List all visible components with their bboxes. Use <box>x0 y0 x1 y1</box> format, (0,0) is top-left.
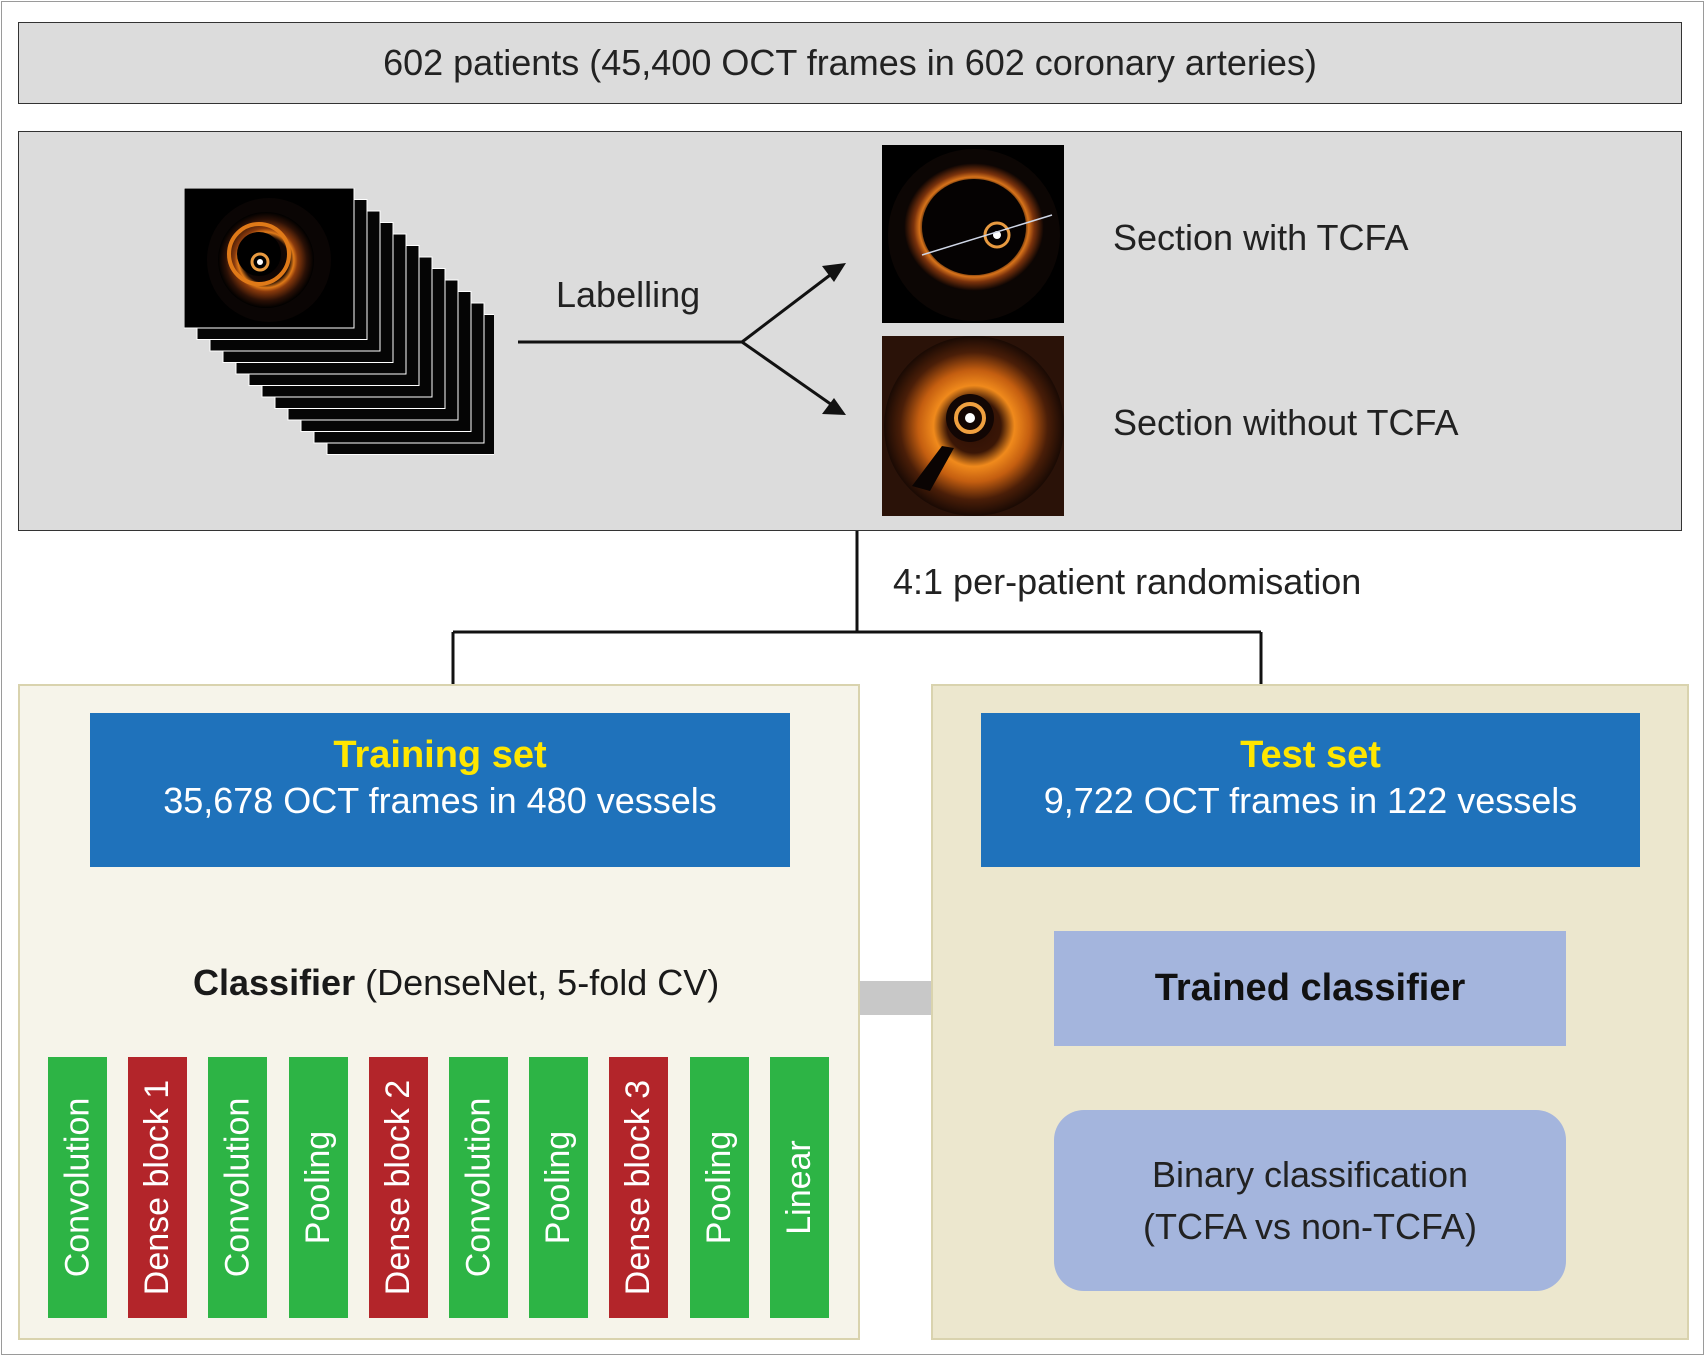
trained-classifier-label: Trained classifier <box>1154 967 1466 1009</box>
fork-arrow-up <box>741 264 843 344</box>
labelling-label: Labelling <box>556 274 701 315</box>
fork-arrow-up-head <box>822 263 846 282</box>
layer-label: Dense block 2 <box>379 1079 417 1296</box>
classifier-label-detail: (DenseNet, 5-fold CV) <box>365 962 720 1003</box>
layer-label: Dense block 1 <box>138 1079 176 1296</box>
training-set-title: Training set <box>333 734 547 776</box>
fork-arrow-down <box>741 340 843 414</box>
with-tcfa-label: Section with TCFA <box>1113 217 1409 258</box>
test-set-title: Test set <box>1240 734 1381 776</box>
layer-block-6: Convolution <box>449 1057 508 1318</box>
trained-classifier-box: Trained classifier <box>1054 931 1566 1046</box>
classifier-label-bold: Classifier <box>193 962 356 1003</box>
training-set-box: Training set 35,678 OCT frames in 480 ve… <box>90 713 790 867</box>
layer-block-5: Dense block 2 <box>369 1057 428 1318</box>
layer-label: Convolution <box>218 1097 256 1278</box>
layer-label: Pooling <box>299 1130 338 1245</box>
layer-label: Convolution <box>459 1097 497 1278</box>
layer-label: Pooling <box>539 1130 578 1245</box>
cohort-header-text: 602 patients (45,400 OCT frames in 602 c… <box>383 42 1317 83</box>
binary-classification-box: Binary classification (TCFA vs non-TCFA) <box>1054 1110 1566 1291</box>
test-set-box: Test set 9,722 OCT frames in 122 vessels <box>981 713 1640 867</box>
layer-block-8: Dense block 3 <box>609 1057 668 1318</box>
layer-block-10: Linear <box>770 1057 829 1318</box>
test-set-subtitle: 9,722 OCT frames in 122 vessels <box>1043 780 1578 821</box>
randomisation-label: 4:1 per-patient randomisation <box>893 561 1362 602</box>
without-tcfa-label: Section without TCFA <box>1113 402 1459 443</box>
oct-image-with-tcfa <box>882 145 1064 323</box>
oct-image-without-tcfa <box>882 336 1064 516</box>
layer-label: Pooling <box>700 1130 739 1245</box>
layer-block-2: Dense block 1 <box>128 1057 187 1318</box>
training-set-subtitle: 35,678 OCT frames in 480 vessels <box>163 780 717 821</box>
binary-classification-line2: (TCFA vs non-TCFA) <box>1142 1205 1478 1247</box>
oct-frame-stack <box>184 188 494 455</box>
fork-arrow-down-head <box>822 398 846 415</box>
layer-label: Dense block 3 <box>619 1079 657 1296</box>
classifier-label: Classifier (DenseNet, 5-fold CV) <box>193 962 719 1004</box>
layer-block-9: Pooling <box>690 1057 749 1318</box>
layer-label: Convolution <box>58 1097 96 1278</box>
layer-block-3: Convolution <box>208 1057 267 1318</box>
layer-block-7: Pooling <box>529 1057 588 1318</box>
cohort-header: 602 patients (45,400 OCT frames in 602 c… <box>18 22 1682 104</box>
layer-block-1: Convolution <box>48 1057 107 1318</box>
binary-classification-line1: Binary classification <box>1151 1153 1469 1195</box>
layer-block-4: Pooling <box>289 1057 348 1318</box>
layer-label: Linear <box>780 1140 819 1235</box>
